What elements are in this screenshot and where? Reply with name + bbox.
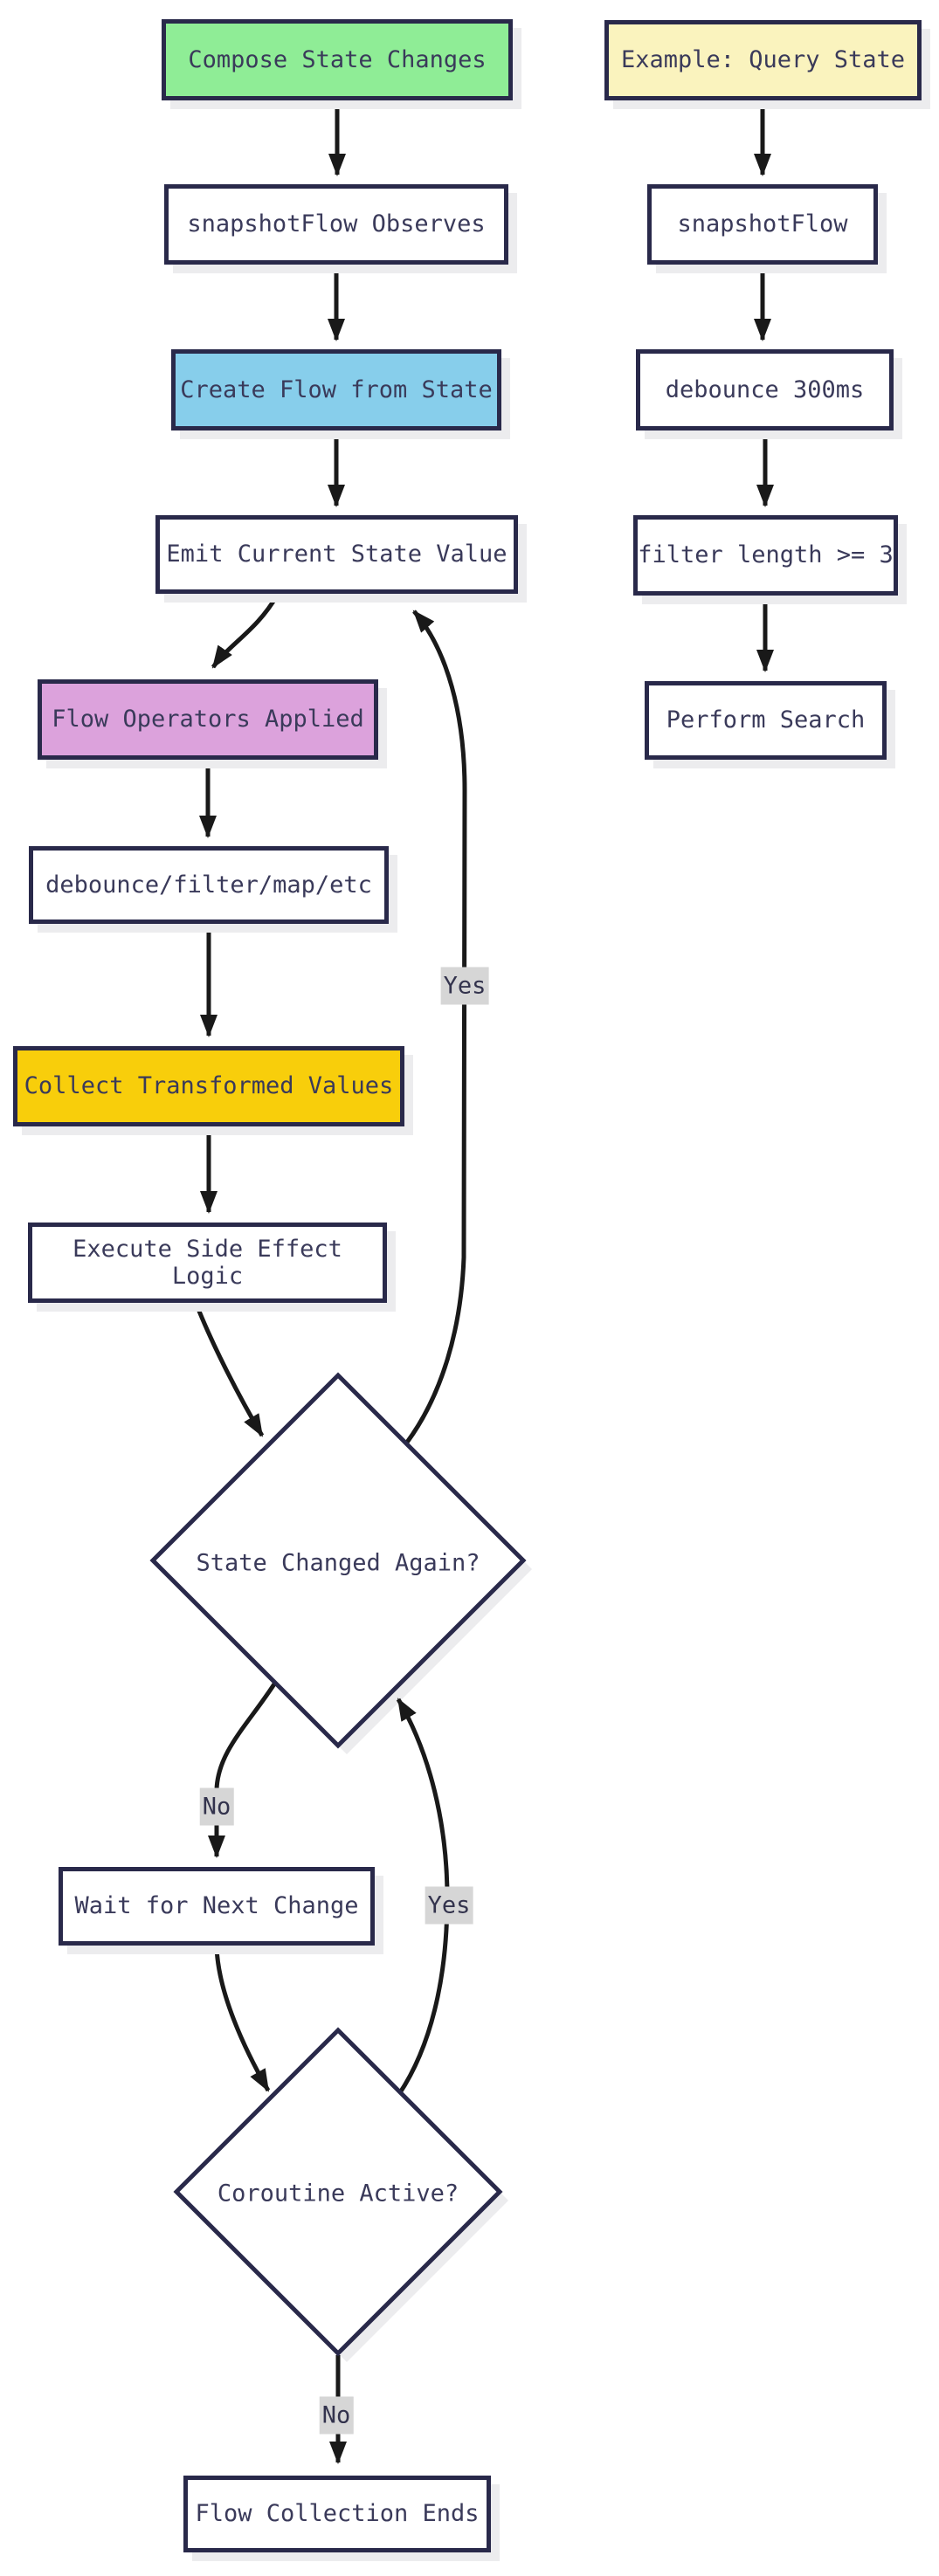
- edge-label-no-1: No: [199, 1787, 234, 1826]
- edge-label-yes-1: Yes: [440, 967, 489, 1005]
- node-example-query-state: Example: Query State: [604, 20, 922, 100]
- node-debounce-300ms: debounce 300ms: [636, 349, 894, 430]
- node-snapshotflow-observes: snapshotFlow Observes: [164, 184, 508, 265]
- node-execute-side-effect-logic: Execute Side Effect Logic: [28, 1223, 387, 1303]
- edge-label-yes-2: Yes: [425, 1886, 473, 1925]
- node-compose-state-changes: Compose State Changes: [162, 19, 513, 100]
- node-collect-transformed-values: Collect Transformed Values: [13, 1046, 404, 1126]
- diamond-coroutine-active: [173, 2027, 503, 2357]
- node-emit-current-state-value: Emit Current State Value: [155, 515, 518, 594]
- diamond-state-changed-again: [149, 1372, 527, 1749]
- node-flow-operators-applied: Flow Operators Applied: [38, 679, 378, 760]
- node-create-flow-from-state: Create Flow from State: [171, 349, 501, 430]
- node-perform-search: Perform Search: [645, 681, 887, 760]
- node-snapshotflow: snapshotFlow: [647, 184, 878, 265]
- node-flow-collection-ends: Flow Collection Ends: [183, 2476, 491, 2552]
- node-debounce-filter-map-etc: debounce/filter/map/etc: [29, 846, 389, 924]
- edge-label-no-2: No: [319, 2396, 354, 2435]
- label-coroutine-active: Coroutine Active?: [217, 2180, 459, 2208]
- label-state-changed-again: State Changed Again?: [196, 1549, 480, 1577]
- node-wait-for-next-change: Wait for Next Change: [59, 1867, 375, 1946]
- node-filter-length: filter length >= 3: [633, 515, 898, 596]
